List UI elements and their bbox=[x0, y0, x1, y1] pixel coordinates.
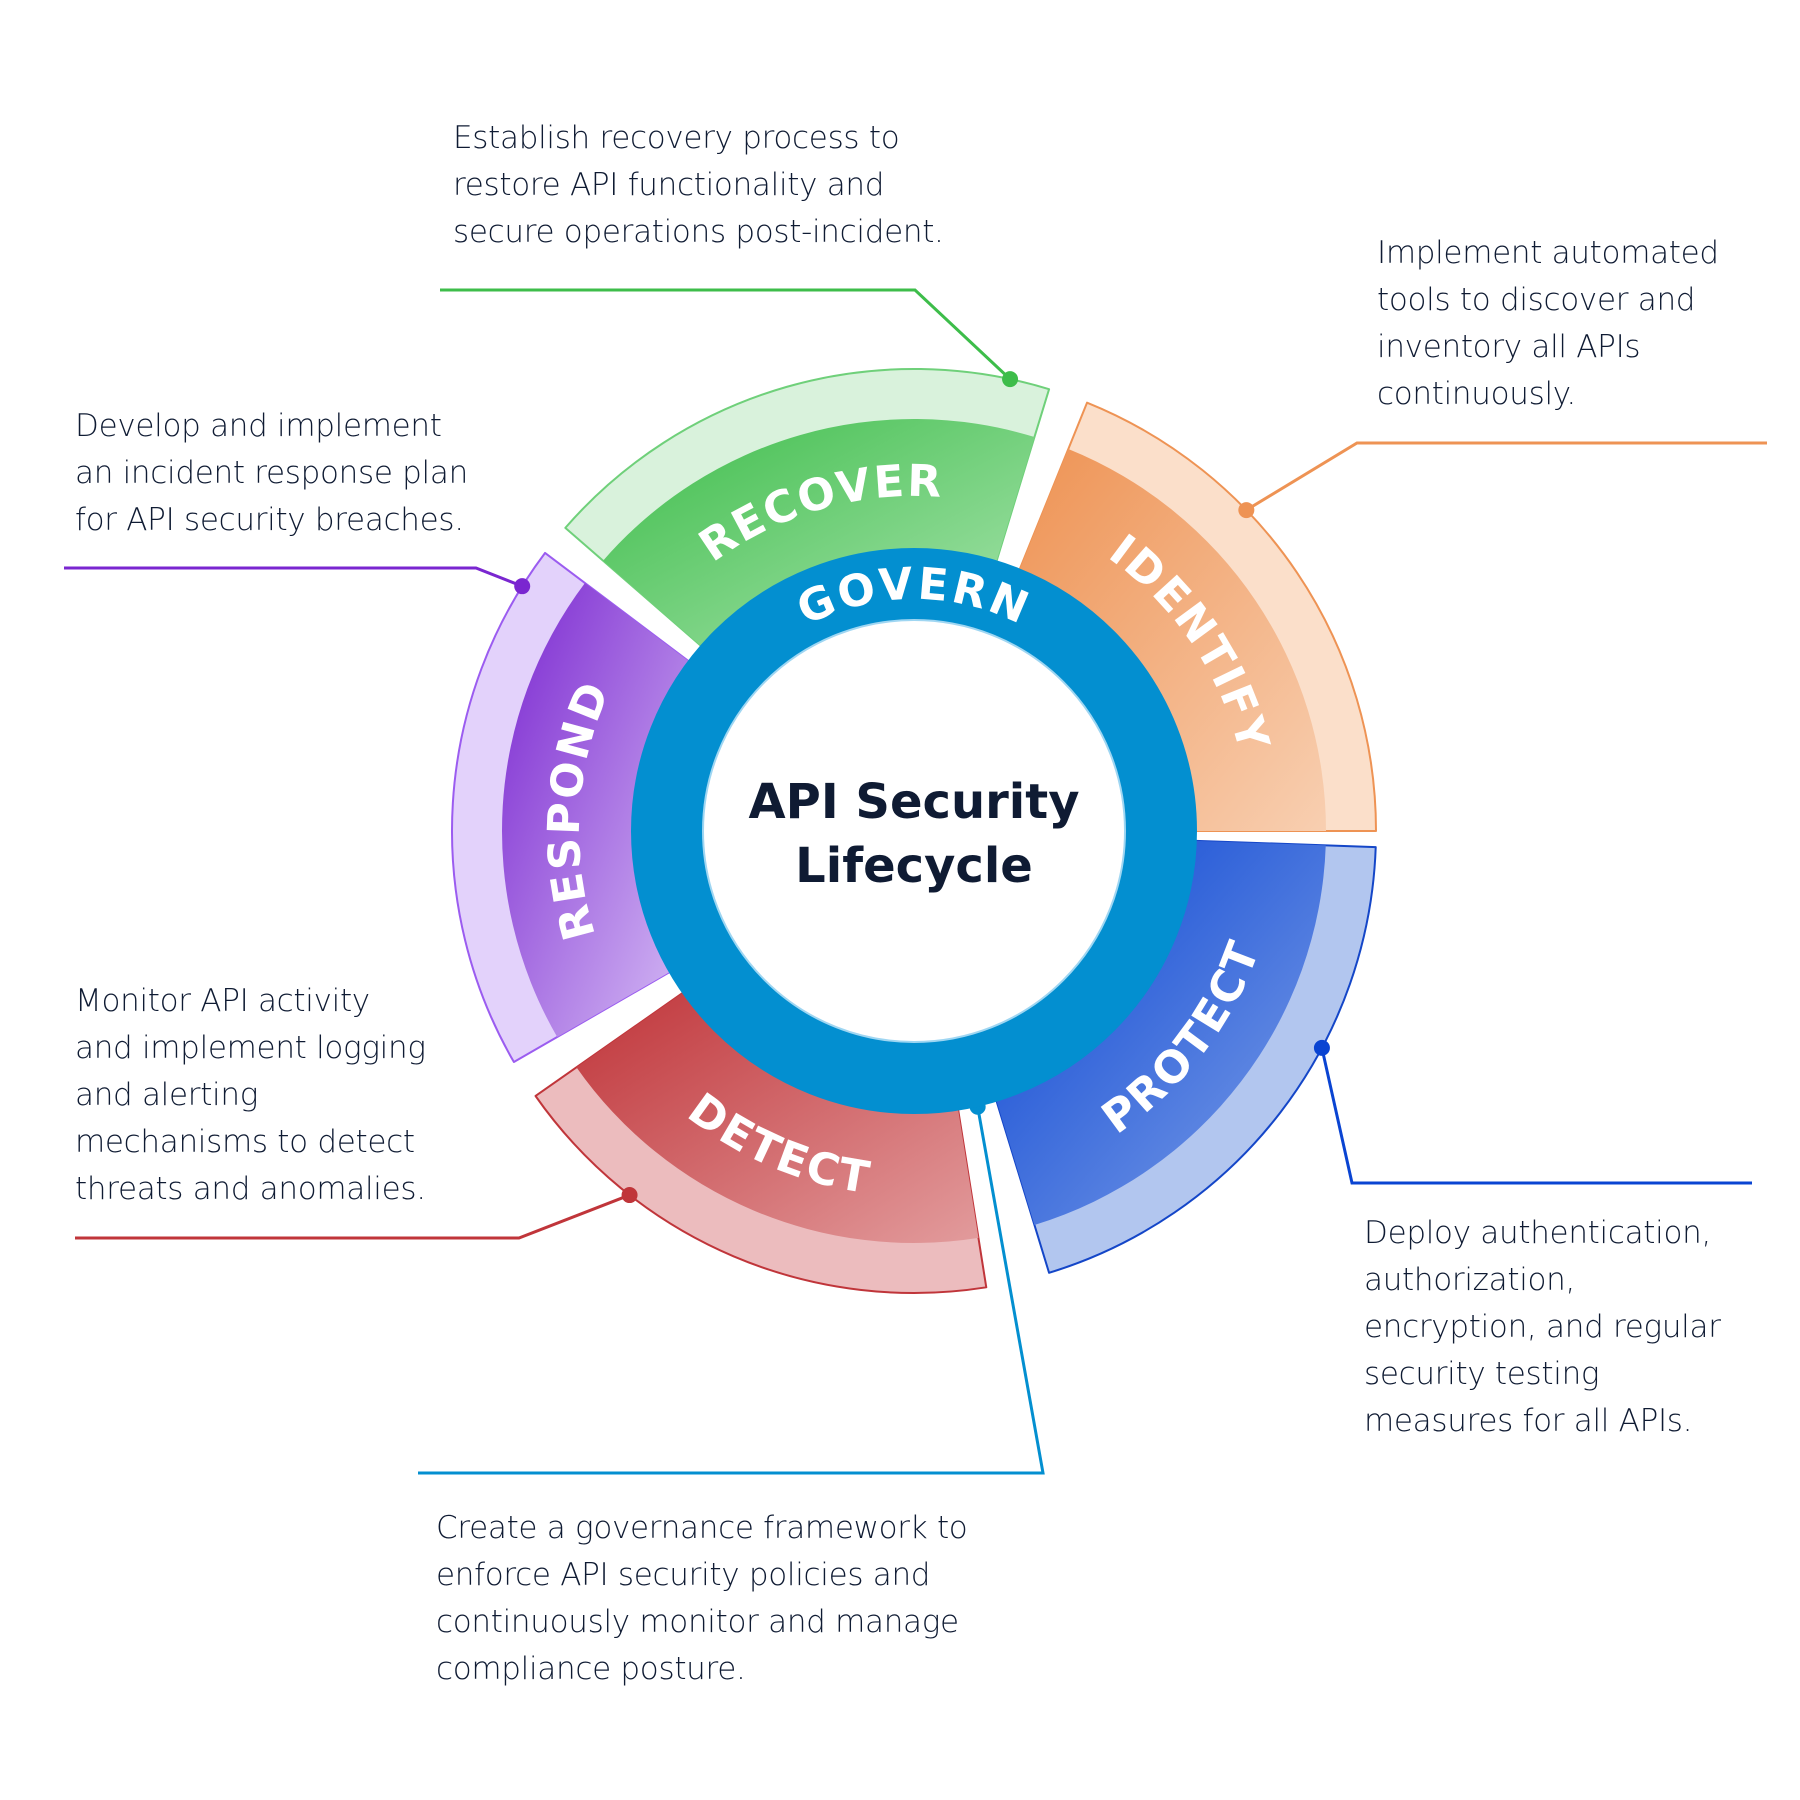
protect-main-band bbox=[996, 840, 1326, 1225]
recover-main-band bbox=[603, 419, 1035, 646]
govern-connector-line bbox=[418, 1106, 1045, 1475]
govern-ring[interactable]: GOVERN bbox=[631, 548, 1197, 1114]
segment-respond[interactable]: RESPOND bbox=[451, 551, 690, 1063]
respond-main-band bbox=[501, 583, 689, 1037]
detect-connector-line bbox=[75, 1193, 631, 1240]
respond-description: Develop and implement an incident respon… bbox=[75, 408, 468, 538]
detect-main-band bbox=[576, 992, 979, 1243]
identify-main-band bbox=[1019, 449, 1326, 831]
recover-connector-dot bbox=[1002, 371, 1019, 388]
center-title-line-1: API Security bbox=[748, 774, 1079, 830]
protect-connector-dot bbox=[1313, 1039, 1330, 1056]
identify-description: Implement automated tools to discover an… bbox=[1377, 235, 1719, 412]
detect-connector-dot bbox=[621, 1187, 638, 1204]
govern-ring-band[interactable] bbox=[631, 548, 1197, 1114]
identify-connector-dot bbox=[1238, 502, 1255, 519]
protect-description: Deploy authentication, authorization, en… bbox=[1364, 1215, 1721, 1439]
respond-connector-dot bbox=[514, 578, 531, 595]
govern-description: Create a governance framework to enforce… bbox=[436, 1510, 968, 1687]
recover-description: Establish recovery process to restore AP… bbox=[453, 120, 944, 250]
segment-protect[interactable]: PROTECT bbox=[995, 839, 1377, 1274]
identify-connector-line bbox=[1245, 441, 1767, 512]
protect-connector-line bbox=[1320, 1047, 1752, 1185]
detect-description: Monitor API activity and implement loggi… bbox=[75, 983, 426, 1207]
connector-lines bbox=[64, 288, 1767, 1475]
recover-connector-line bbox=[440, 288, 1012, 381]
respond-connector-line bbox=[64, 566, 523, 588]
center-title-line-2: Lifecycle bbox=[795, 838, 1033, 894]
center-disc bbox=[702, 619, 1126, 1043]
